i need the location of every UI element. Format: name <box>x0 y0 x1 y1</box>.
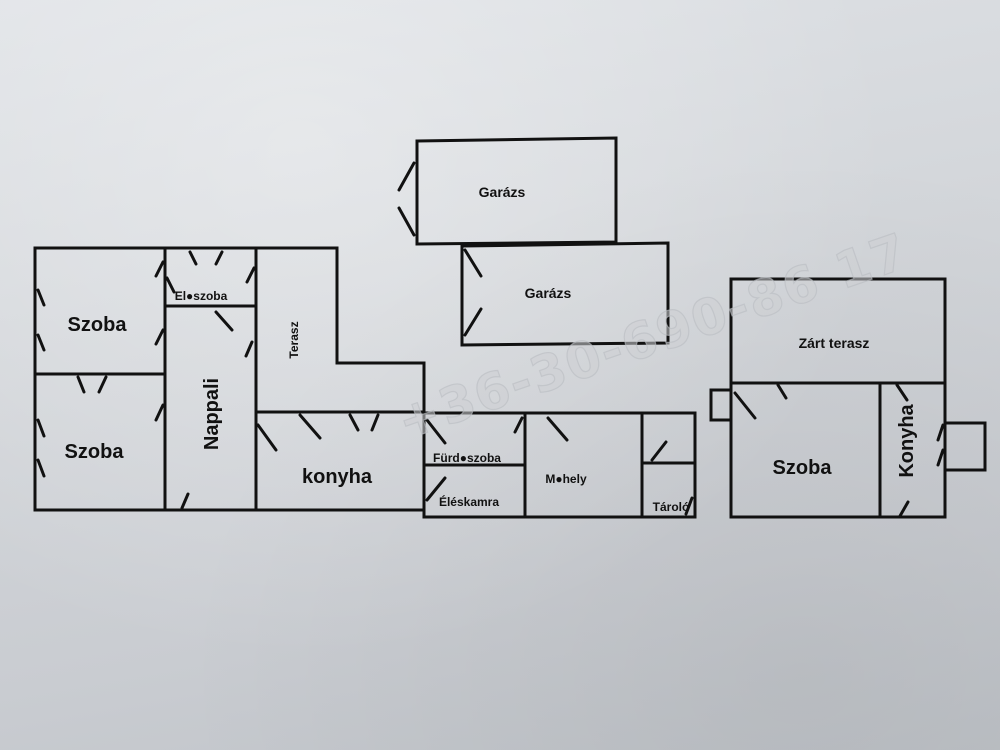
room-label-eloszoba: El●szoba <box>175 289 228 303</box>
room-label-tarolo: Tároló <box>653 500 690 514</box>
room-label-szoba-2: Szoba <box>65 441 125 463</box>
separate-house-walls <box>709 277 987 519</box>
room-label-muhely: M●hely <box>545 472 587 486</box>
room-label-konyha-2: Konyha <box>896 403 918 477</box>
room-label-eleskamra: Éléskamra <box>439 494 499 509</box>
room-label-nappali: Nappali <box>201 378 223 450</box>
room-label-terasz: Terasz <box>287 321 301 358</box>
room-label-szoba-1: Szoba <box>68 314 128 336</box>
room-label-szoba-3: Szoba <box>773 457 833 479</box>
door-swing-marks <box>36 161 945 518</box>
garage-walls <box>415 136 670 347</box>
room-label-garazs-1: Garázs <box>479 184 526 200</box>
main-house-walls <box>33 246 697 519</box>
room-label-furdoszoba: Fürd●szoba <box>433 451 501 465</box>
room-label-zart-terasz: Zárt terasz <box>799 335 870 351</box>
room-label-garazs-2: Garázs <box>525 285 572 301</box>
room-label-konyha: konyha <box>302 466 373 488</box>
